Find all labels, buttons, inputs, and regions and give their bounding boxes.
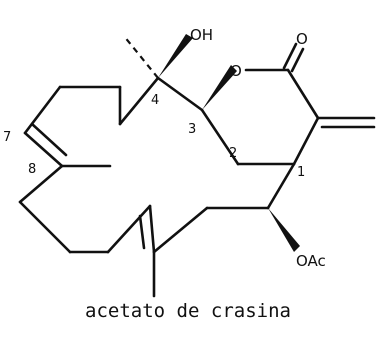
label-c8: 8 [28, 162, 36, 177]
bond-c7-c8 [23, 131, 64, 168]
bond-c12-c13 [148, 204, 156, 254]
label-c4: 4 [151, 93, 159, 108]
macrocycle-ring [18, 76, 296, 298]
bond-c15-c1 [266, 162, 296, 210]
label-c7: 7 [3, 130, 11, 145]
bond-c13-c14 [152, 206, 209, 254]
bond-c4-c5 [118, 76, 160, 126]
label-c1: 1 [297, 165, 305, 180]
label-carbonyl-oxygen: O [296, 30, 308, 48]
crasin-acetate-structure: OH O O OAc 4 3 2 1 7 8 [3, 26, 376, 298]
label-oh: OH [190, 26, 213, 44]
compound-name-caption: acetato de crasina [85, 300, 291, 322]
label-oac: OAc [296, 252, 326, 270]
dashed-methyl-bond [123, 35, 159, 79]
label-c3: 3 [188, 122, 196, 137]
bond-carbonyl-oxygen [282, 42, 298, 70]
bond-cdouble-c1 [292, 116, 320, 166]
bond-c9-c10 [18, 200, 72, 254]
wedge-c15-oac [268, 208, 300, 252]
bond-c12-c13-double [138, 214, 146, 250]
bond-c6a-c7 [23, 85, 62, 135]
label-ring-oxygen: O [230, 62, 242, 80]
bond-c7-c8-double [30, 122, 68, 157]
bond-c11-c12 [106, 204, 152, 254]
lactone-ring [244, 42, 376, 166]
wedge-c3-o [202, 65, 237, 110]
bond-c2-c3 [200, 108, 240, 166]
wedge-c4-oh [158, 34, 193, 78]
bond-carbonyl-cdouble [286, 68, 320, 120]
bond-c3-c4 [156, 76, 204, 112]
bond-c8-c9 [18, 164, 64, 204]
bond-carbonyl-oxygen-double [290, 47, 305, 73]
label-c2: 2 [229, 146, 237, 161]
